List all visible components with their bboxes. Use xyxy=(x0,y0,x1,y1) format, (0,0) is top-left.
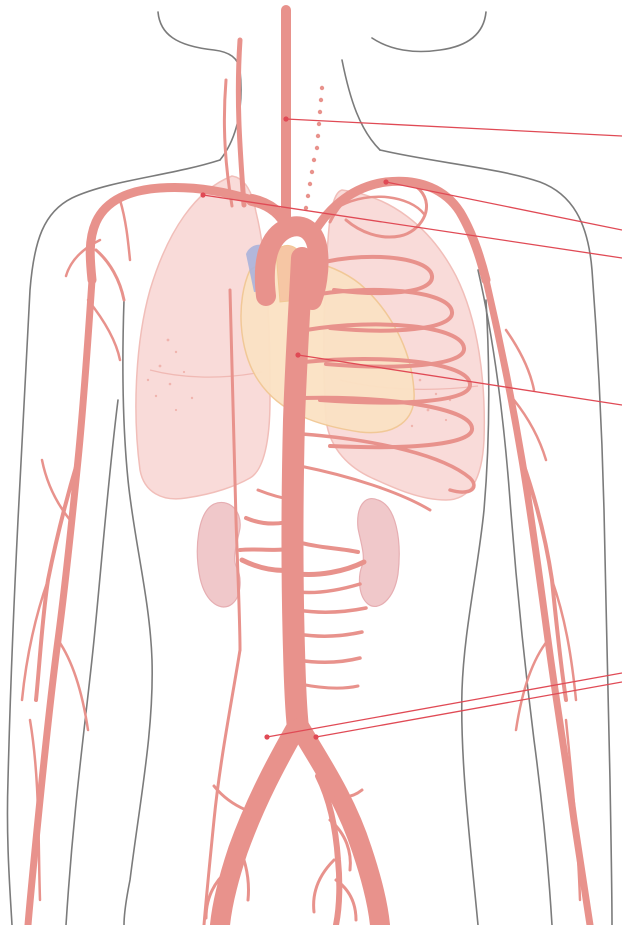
leader-dot-carotid xyxy=(283,116,288,121)
mesenteric-branch-right xyxy=(240,548,296,550)
lumbar-branch-1 xyxy=(298,584,360,593)
mesenteric-branch-left xyxy=(298,542,358,552)
arm-branch-right-3 xyxy=(58,640,88,730)
kidney-right-anatomical xyxy=(197,502,240,607)
lumbar-branch-5 xyxy=(300,684,358,688)
leader-dot-iliac-left xyxy=(313,734,318,739)
brachial-artery-left xyxy=(486,280,590,925)
leader-line-iliac-right xyxy=(267,673,622,737)
leader-line-carotid xyxy=(286,119,622,136)
lumbar-branch-4 xyxy=(298,658,360,662)
descending-aorta xyxy=(293,258,303,728)
leader-line-iliac-left xyxy=(316,682,622,737)
renal-artery-left xyxy=(298,562,364,575)
leader-dot-aorta xyxy=(295,352,300,357)
leader-dot-right-subclavian xyxy=(200,192,205,197)
common-iliac-right xyxy=(220,728,296,925)
jaw-outline-right xyxy=(372,12,486,52)
lumbar-branch-2 xyxy=(298,608,366,612)
arm-branch-right-9 xyxy=(120,200,130,260)
arm-branch-right-4 xyxy=(96,250,124,300)
iliac-branch-left-3 xyxy=(314,860,334,912)
dotted-vessel xyxy=(304,86,324,210)
arteries xyxy=(22,10,590,925)
jaw-outline-left xyxy=(158,12,240,70)
iliac-branch-right-1 xyxy=(214,786,246,810)
kidney-left-anatomical xyxy=(358,499,399,607)
neck-right xyxy=(342,60,380,150)
arm-branch-left-3 xyxy=(516,640,548,730)
leader-dot-left-subclavian xyxy=(383,179,388,184)
leader-dot-iliac-right xyxy=(264,734,269,739)
lumbar-branch-3 xyxy=(298,632,362,636)
